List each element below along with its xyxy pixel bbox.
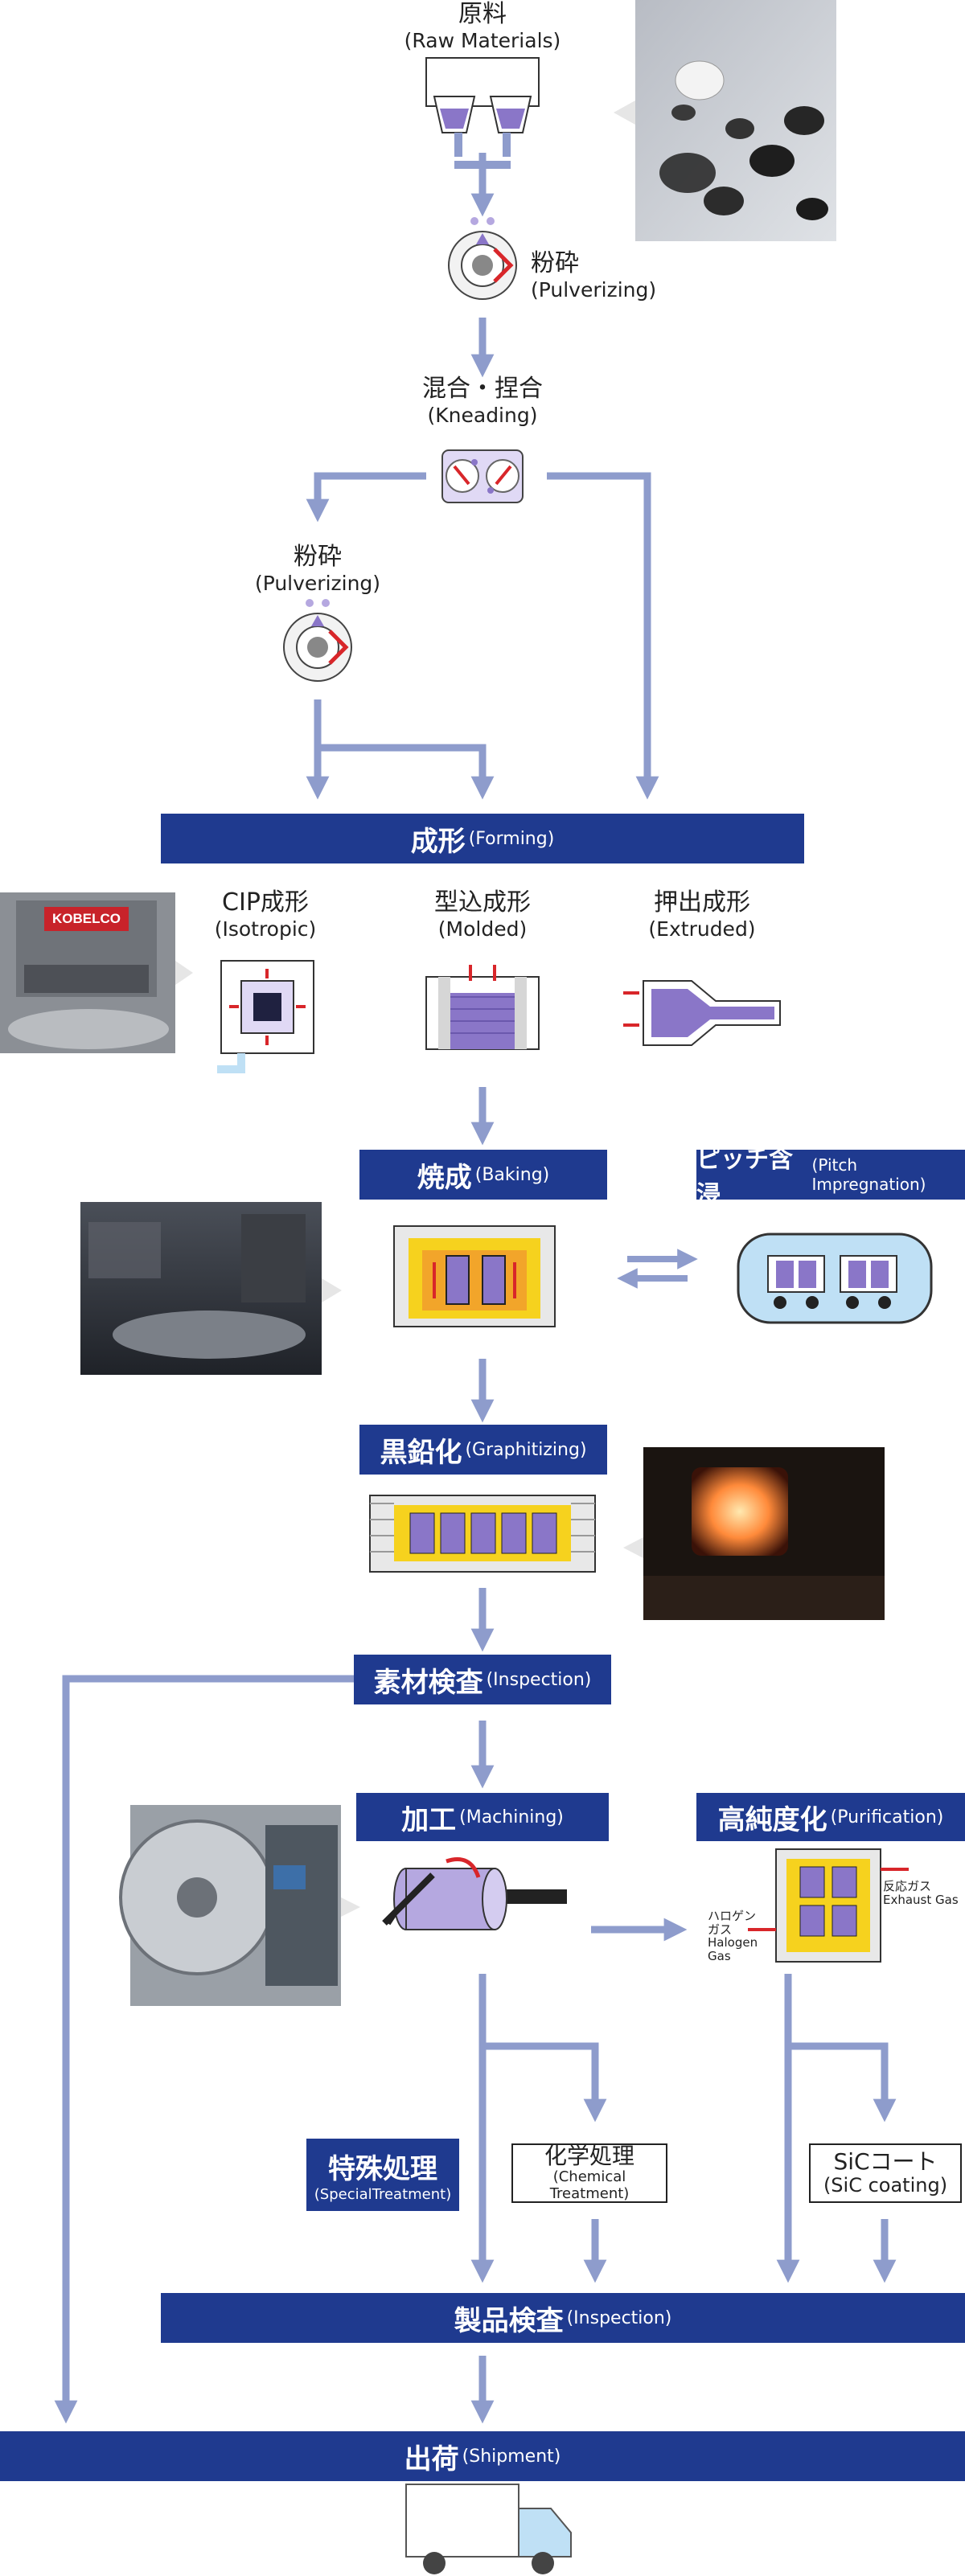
raw-materials-jp: 原料 xyxy=(458,0,507,28)
chemical-treatment-jp: 化学処理 xyxy=(544,2143,634,2170)
graphitizing-jp: 黒鉛化 xyxy=(380,1436,462,1469)
cip-jp: CIP成形 xyxy=(222,888,309,917)
pitch-jp: ピッチ含浸 xyxy=(696,1146,793,1209)
purification-icon xyxy=(748,1848,909,1963)
purification-en: (Purification) xyxy=(830,1807,944,1827)
raw-materials-photo xyxy=(614,0,836,241)
baking-jp: 焼成 xyxy=(417,1161,472,1194)
forming-en: (Forming) xyxy=(468,828,555,849)
halogen-gas-en: Halogen Gas xyxy=(708,1935,758,1963)
molded-label: 型込成形 (Molded) xyxy=(402,888,563,941)
pulverizing-label-2: 粉砕 (Pulverizing) xyxy=(237,543,398,596)
product-inspection-step: 製品検査 (Inspection) xyxy=(161,2293,965,2343)
material-inspection-en: (Inspection) xyxy=(486,1669,592,1690)
chemical-treatment-box: 化学処理 (Chemical Treatment) xyxy=(511,2143,667,2203)
machining-icon xyxy=(382,1857,567,1930)
pulverizing-1-en: (Pulverizing) xyxy=(531,278,657,301)
machining-step: 加工 (Machining) xyxy=(356,1793,609,1841)
machining-en: (Machining) xyxy=(459,1807,564,1827)
pulverizer-icon-2 xyxy=(283,599,352,682)
chemical-treatment-en: (Chemical Treatment) xyxy=(549,2168,630,2203)
product-inspection-en: (Inspection) xyxy=(566,2307,672,2328)
arrow-kneading-to-pulverize2 xyxy=(306,472,426,523)
pitch-en: (Pitch Impregnation) xyxy=(811,1155,926,1194)
cip-label: CIP成形 (Isotropic) xyxy=(185,888,346,941)
machining-jp: 加工 xyxy=(401,1803,457,1836)
arrow-kneading-to-forming xyxy=(547,472,659,800)
sic-coating-jp: SiCコート xyxy=(833,2148,938,2176)
arrow-inspection-to-shipment xyxy=(54,1675,354,2424)
pulverizing-2-en: (Pulverizing) xyxy=(254,572,381,595)
kneading-jp: 混合・捏合 xyxy=(422,375,543,403)
pitch-impregnation-icon xyxy=(737,1233,933,1324)
baking-icon xyxy=(393,1225,556,1327)
extruded-label: 押出成形 (Extruded) xyxy=(622,888,782,941)
shipment-en: (Shipment) xyxy=(462,2446,561,2467)
exhaust-gas-jp: 反応ガス xyxy=(883,1879,932,1893)
cip-en: (Isotropic) xyxy=(214,917,317,941)
extruded-en: (Extruded) xyxy=(648,917,756,941)
arrow-to-sic-coating xyxy=(788,2042,897,2123)
pulverizing-label-1: 粉砕 (Pulverizing) xyxy=(531,249,692,302)
graphitizing-icon xyxy=(369,1495,596,1573)
shipment-step: 出荷 (Shipment) xyxy=(0,2431,965,2481)
forming-jp: 成形 xyxy=(410,825,466,858)
extruded-icon xyxy=(623,980,781,1046)
purification-step: 高純度化 (Purification) xyxy=(696,1793,965,1841)
arrow-branch-to-forming xyxy=(318,744,495,800)
exhaust-gas-en: Exhaust Gas xyxy=(883,1892,959,1907)
pulverizing-2-jp: 粉砕 xyxy=(294,543,342,571)
shipment-jp: 出荷 xyxy=(404,2443,459,2476)
machining-lathe-photo xyxy=(119,1805,360,2006)
molded-en: (Molded) xyxy=(437,917,528,941)
graphitizing-step: 黒鉛化 (Graphitizing) xyxy=(359,1425,607,1475)
flow-arrows xyxy=(54,153,897,2424)
baking-step: 焼成 (Baking) xyxy=(359,1150,607,1200)
molded-jp: 型込成形 xyxy=(434,888,531,917)
molded-icon xyxy=(425,965,540,1050)
baking-pitch-exchange-arrows xyxy=(617,1249,698,1289)
material-inspection-jp: 素材検査 xyxy=(373,1666,483,1699)
extruded-jp: 押出成形 xyxy=(654,888,750,917)
arrow-to-chemical-treatment xyxy=(482,2042,607,2123)
kobelco-logo: KOBELCO xyxy=(52,911,121,926)
sic-coating-box: SiCコート (SiC coating) xyxy=(809,2143,962,2203)
cip-press-photo xyxy=(0,892,193,1053)
raw-materials-hopper-icon xyxy=(425,57,540,169)
graphitizing-furnace-photo xyxy=(623,1447,885,1620)
halogen-gas-jp: ハロゲン ガス xyxy=(708,1909,757,1937)
sic-coating-en: (SiC coating) xyxy=(823,2174,948,2197)
kneader-icon xyxy=(441,449,524,503)
truck-icon xyxy=(405,2484,572,2574)
pulverizer-icon-1 xyxy=(448,217,517,300)
forming-step: 成形 (Forming) xyxy=(161,814,804,863)
baking-furnace-photo xyxy=(80,1202,342,1375)
halogen-gas-label: ハロゲン ガス Halogen Gas xyxy=(708,1909,758,1963)
raw-materials-label: 原料 (Raw Materials) xyxy=(386,0,579,53)
raw-materials-en: (Raw Materials) xyxy=(404,29,561,52)
graphitizing-en: (Graphitizing) xyxy=(465,1439,587,1460)
exhaust-gas-label: 反応ガス Exhaust Gas xyxy=(883,1880,963,1906)
pulverizing-1-jp: 粉砕 xyxy=(531,249,579,277)
special-treatment-en: (SpecialTreatment) xyxy=(314,2186,452,2203)
kneading-en: (Kneading) xyxy=(427,404,538,427)
purification-jp: 高純度化 xyxy=(717,1803,827,1836)
special-treatment-step: 特殊処理 (SpecialTreatment) xyxy=(306,2139,459,2211)
kneading-label: 混合・捏合 (Kneading) xyxy=(386,375,579,428)
product-inspection-jp: 製品検査 xyxy=(454,2304,564,2337)
baking-en: (Baking) xyxy=(474,1164,550,1185)
pitch-impregnation-step: ピッチ含浸 (Pitch Impregnation) xyxy=(696,1146,965,1209)
cip-isotropic-icon xyxy=(217,960,314,1073)
special-treatment-jp: 特殊処理 xyxy=(328,2153,437,2185)
material-inspection-step: 素材検査 (Inspection) xyxy=(354,1655,611,1704)
